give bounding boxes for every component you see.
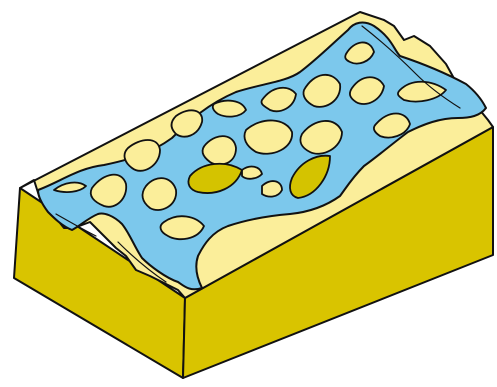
bar-11 [262,181,282,197]
bar-9 [242,167,262,179]
bar-8 [213,101,246,117]
